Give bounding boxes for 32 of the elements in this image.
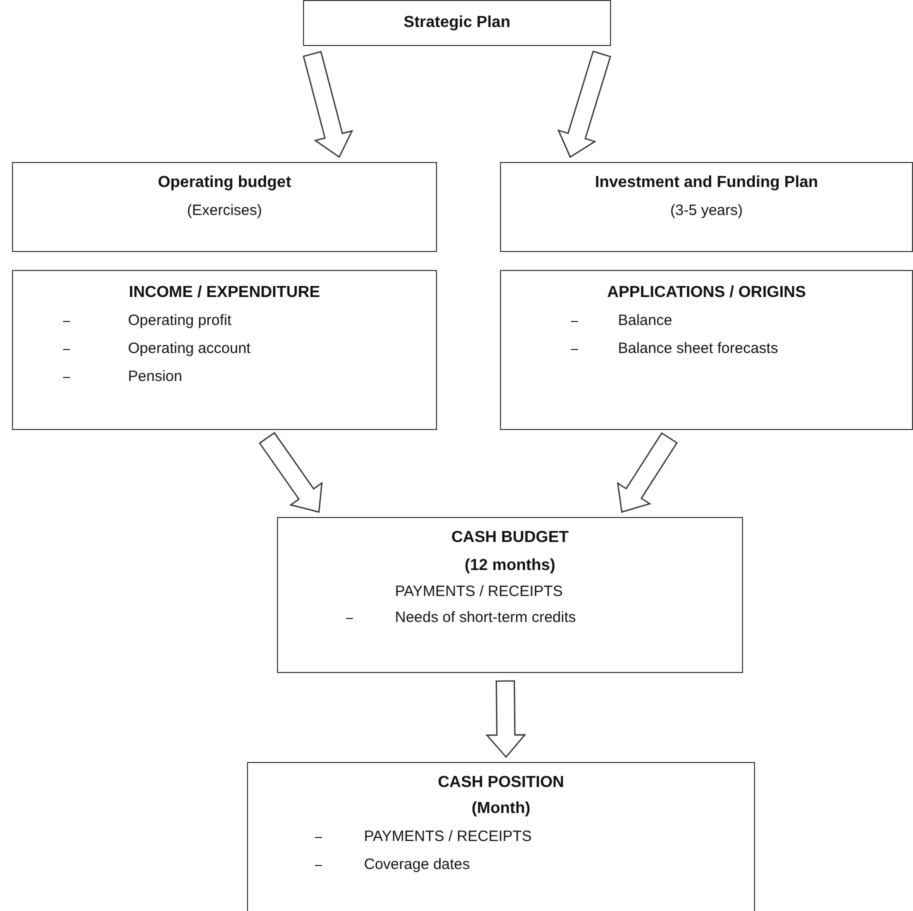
box-subheading: (12 months) xyxy=(464,556,556,576)
box-subheading: (Exercises) xyxy=(186,201,263,221)
box-heading: INCOME / EXPENDITURE xyxy=(128,283,322,303)
block-arrow xyxy=(485,680,526,758)
block-arrow xyxy=(616,432,678,513)
block-arrow xyxy=(302,50,354,158)
process-box xyxy=(12,270,437,430)
list-item: PAYMENTS / RECEIPTS xyxy=(395,582,563,602)
process-box xyxy=(500,162,913,252)
box-heading: CASH BUDGET xyxy=(450,528,570,548)
box-heading: CASH POSITION xyxy=(436,773,566,793)
list-item: Pension xyxy=(128,367,182,387)
block-arrow xyxy=(258,432,323,513)
process-box xyxy=(277,517,743,673)
box-heading: Investment and Funding Plan xyxy=(594,173,820,193)
list-item: Balance xyxy=(618,311,672,331)
block-arrow xyxy=(557,50,612,158)
process-box xyxy=(500,270,913,430)
list-item: PAYMENTS / RECEIPTS xyxy=(364,827,532,847)
list-item: Operating account xyxy=(128,339,251,359)
list-item: Needs of short-term credits xyxy=(395,608,576,628)
list-item: Operating profit xyxy=(128,311,232,331)
box-subheading: (Month) xyxy=(470,799,532,819)
box-subheading: (3-5 years) xyxy=(669,201,744,221)
box-heading: Operating budget xyxy=(156,173,292,193)
list-item: Balance sheet forecasts xyxy=(618,339,778,359)
box-heading: Strategic Plan xyxy=(402,13,512,33)
process-box xyxy=(12,162,437,252)
process-box xyxy=(247,762,755,911)
process-box xyxy=(303,0,611,46)
list-item: Coverage dates xyxy=(364,855,470,875)
box-heading: APPLICATIONS / ORIGINS xyxy=(606,283,807,303)
